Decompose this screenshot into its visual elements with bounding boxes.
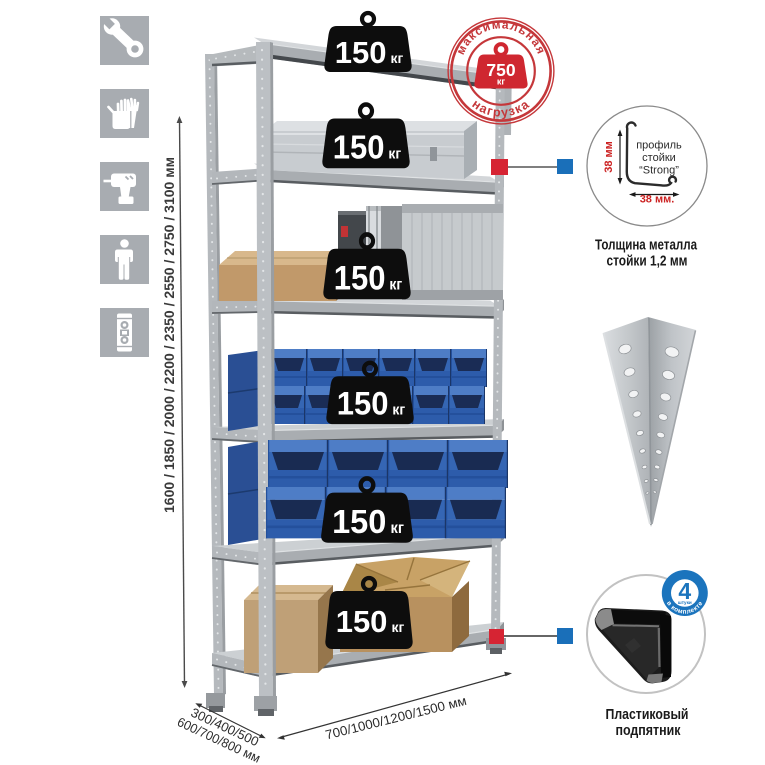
svg-text:750: 750: [486, 60, 515, 80]
svg-text:38 мм: 38 мм: [603, 141, 615, 173]
svg-text:нагрузка: нагрузка: [470, 97, 533, 120]
svg-text:штуки: штуки: [678, 600, 692, 605]
svg-text:подпятник: подпятник: [616, 722, 681, 739]
svg-text:кг: кг: [497, 77, 506, 87]
svg-text:“Strong”: “Strong”: [639, 165, 679, 177]
svg-text:стойки: стойки: [642, 152, 676, 164]
svg-text:Пластиковый: Пластиковый: [606, 706, 689, 723]
svg-text:700/1000/1200/1500 мм: 700/1000/1200/1500 мм: [324, 693, 468, 743]
svg-text:4: 4: [678, 578, 691, 604]
svg-text:профиль: профиль: [636, 140, 682, 152]
svg-text:1600 / 1850 / 2000 / 2200 / 23: 1600 / 1850 / 2000 / 2200 / 2350 / 2550 …: [162, 157, 177, 513]
svg-text:Толщина металла: Толщина металла: [595, 237, 698, 254]
svg-text:стойки 1,2 мм: стойки 1,2 мм: [607, 253, 688, 270]
svg-text:38 мм.: 38 мм.: [640, 194, 675, 206]
